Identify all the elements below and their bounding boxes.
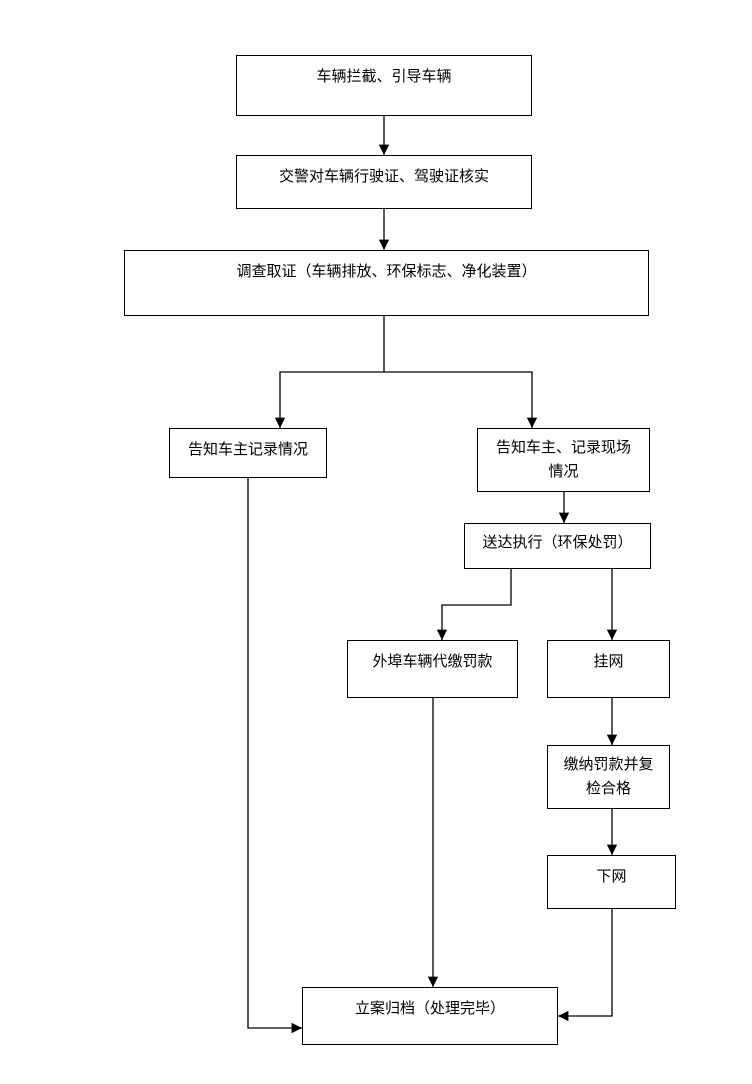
node-online: 挂网 <box>547 640 670 698</box>
node-pay-recheck-line2: 检合格 <box>585 779 631 797</box>
node-notify-record-label: 告知车主记录情况 <box>187 440 308 458</box>
node-notify-record: 告知车主记录情况 <box>169 428 327 478</box>
node-deliver-label: 送达执行（环保处罚） <box>482 533 633 551</box>
node-archive: 立案归档（处理完毕） <box>302 987 558 1045</box>
node-pay-recheck: 缴纳罚款并复 检合格 <box>547 745 670 809</box>
arrow-deliver-to-outside-payment <box>436 569 512 640</box>
node-archive-label: 立案归档（处理完毕） <box>354 999 505 1017</box>
node-pay-recheck-text: 缴纳罚款并复 检合格 <box>563 752 653 800</box>
node-verify: 交警对车辆行驶证、驾驶证核实 <box>236 155 532 209</box>
arrow-offline-to-archive <box>558 909 613 1022</box>
node-outside-payment-label: 外埠车辆代缴罚款 <box>372 652 493 670</box>
node-outside-payment: 外埠车辆代缴罚款 <box>347 640 518 698</box>
node-investigate-label: 调查取证（车辆排放、环保标志、净化装置） <box>236 262 537 280</box>
node-verify-label: 交警对车辆行驶证、驾驶证核实 <box>278 167 489 185</box>
arrow-notify-record-to-archive <box>247 478 302 1034</box>
node-notify-scene-line1: 告知车主、记录现场 <box>495 438 631 456</box>
node-notify-scene: 告知车主、记录现场 情况 <box>477 428 650 492</box>
node-online-label: 挂网 <box>593 652 624 670</box>
node-investigate: 调查取证（车辆排放、环保标志、净化装置） <box>124 250 649 316</box>
node-deliver: 送达执行（环保处罚） <box>464 523 651 569</box>
node-notify-scene-line2: 情况 <box>548 462 579 480</box>
node-offline-label: 下网 <box>596 867 627 885</box>
node-intercept: 车辆拦截、引导车辆 <box>236 55 532 116</box>
node-pay-recheck-line1: 缴纳罚款并复 <box>563 755 654 773</box>
arrow-to-notify-record <box>274 371 384 428</box>
node-intercept-label: 车辆拦截、引导车辆 <box>316 67 452 85</box>
node-notify-scene-text: 告知车主、记录现场 情况 <box>496 435 631 483</box>
arrow-to-notify-scene <box>384 371 538 428</box>
node-offline: 下网 <box>547 855 676 909</box>
